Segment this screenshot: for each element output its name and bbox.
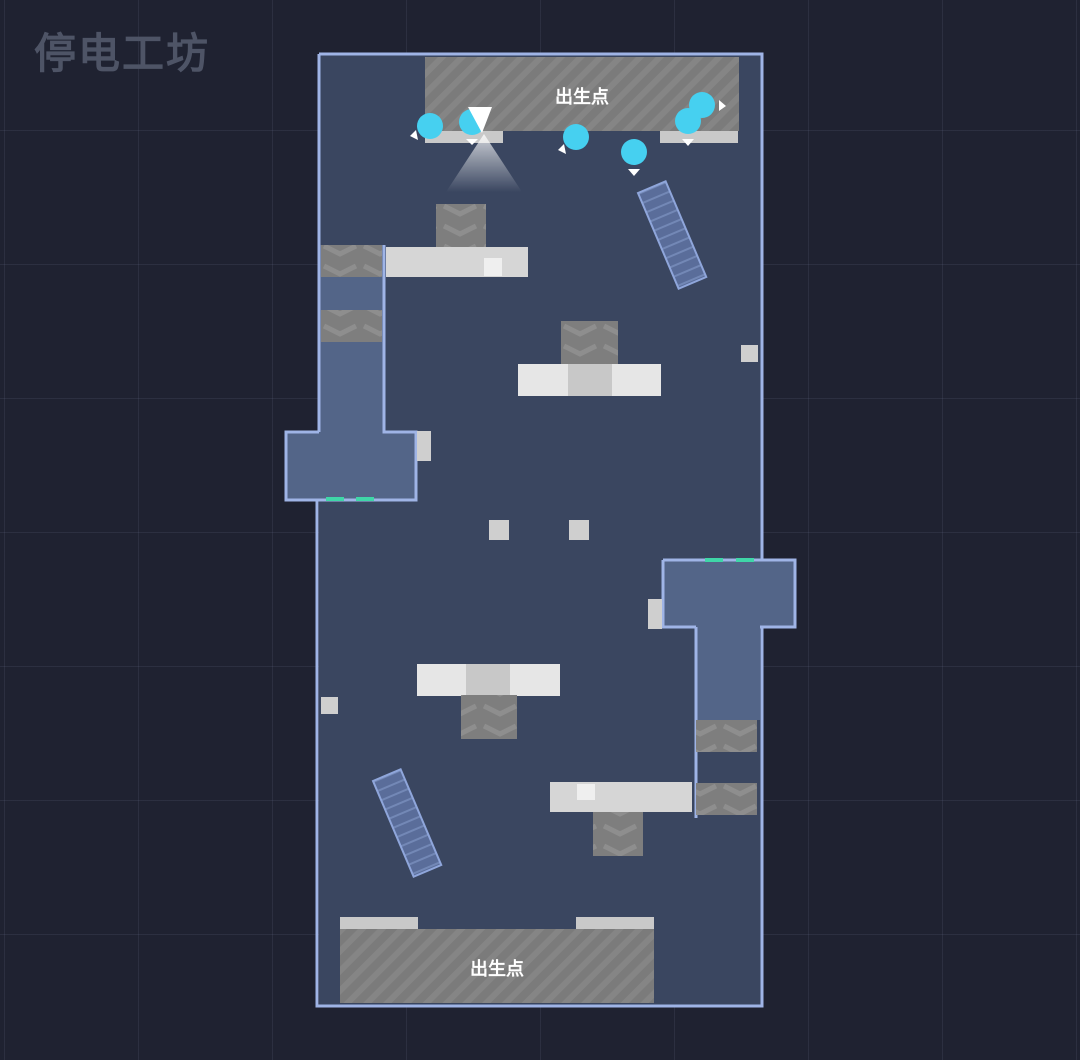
player-view-cone	[446, 134, 522, 192]
outer-walls	[315, 52, 764, 1008]
left-side-room	[284, 245, 418, 502]
players	[410, 92, 726, 176]
player-marker[interactable]	[621, 139, 647, 176]
watermark-title: 停电工坊	[34, 29, 211, 78]
bottom-spawn-label: 出生点	[470, 959, 524, 980]
top-spawn-label: 出生点	[555, 87, 609, 108]
bottom-spawn-zone	[340, 917, 654, 1003]
player-marker[interactable]	[558, 124, 589, 154]
upper-escalator	[636, 179, 708, 291]
obstacles	[321, 204, 758, 856]
player-marker[interactable]	[410, 113, 443, 140]
lower-escalator	[371, 767, 443, 879]
player-marker[interactable]	[459, 107, 492, 145]
map-floor	[319, 54, 762, 1006]
doors	[326, 497, 754, 562]
player-marker[interactable]	[675, 108, 701, 146]
